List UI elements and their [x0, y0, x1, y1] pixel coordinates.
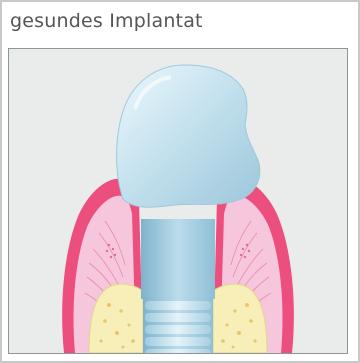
- implant-crown: [117, 65, 260, 207]
- figure-caption: gesundes Implantat: [10, 10, 203, 32]
- implant-abutment: [141, 219, 215, 299]
- implant-threads: [143, 297, 213, 353]
- implant-illustration: [8, 48, 348, 354]
